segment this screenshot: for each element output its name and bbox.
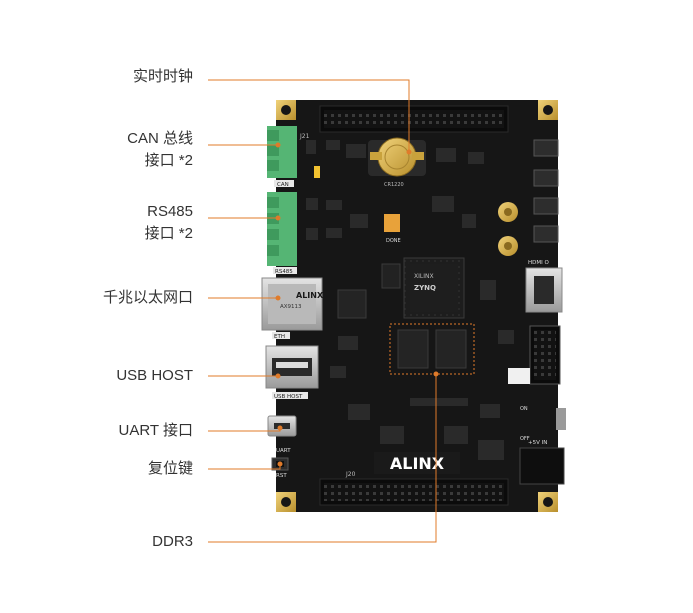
- power-jack: +5V IN ON OFF: [519, 406, 566, 485]
- alinx-logo-plate: [374, 452, 460, 474]
- label-rs485-line2: 接口 *2: [144, 225, 193, 242]
- zynq-soc: XILINX ZYNQ: [403, 257, 465, 319]
- rs485-terminal-block: RS485: [267, 192, 297, 275]
- passive-components: [306, 140, 514, 460]
- label-rs485: RS485 接口 *2: [145, 201, 193, 245]
- silk-power: +5V IN: [528, 440, 547, 446]
- label-usb: USB HOST: [116, 367, 193, 384]
- eth-brand: ALINX: [296, 291, 324, 300]
- silk-j21: J21: [299, 133, 310, 140]
- rtc-battery: CR1220: [368, 137, 426, 188]
- label-ddr: DDR3: [152, 533, 193, 550]
- alinx-logo: ALINX: [390, 454, 445, 473]
- silk-off: OFF: [520, 436, 530, 442]
- silk-eth: ETH: [274, 334, 285, 340]
- usb-host-port: USB HOST: [265, 345, 319, 400]
- soc-brand: XILINX: [414, 273, 434, 280]
- phy-chip: [337, 289, 367, 319]
- ethernet-jack: ALINX AX9113 ETH: [261, 277, 324, 340]
- label-rtc: 实时时钟: [132, 68, 193, 85]
- side-buttons: [533, 139, 559, 243]
- white-connector: [508, 368, 530, 384]
- silk-usb: USB HOST: [274, 394, 303, 400]
- label-can-line1: CAN 总线: [127, 130, 193, 147]
- dip-switch: [384, 214, 400, 232]
- led-yellow: [314, 166, 320, 178]
- sma-connector: [498, 202, 518, 256]
- silk-rst: RST: [276, 473, 287, 479]
- label-can: CAN 总线 接口 *2: [127, 128, 193, 172]
- silk-can: CAN: [277, 182, 289, 188]
- leader-rtc: [208, 79, 410, 152]
- silk-rs485: RS485: [275, 269, 293, 275]
- silk-j20: J20: [345, 471, 356, 478]
- silk-on: ON: [520, 406, 528, 412]
- silk-done: DONE: [386, 238, 401, 244]
- hdmi-port: HDMI O: [525, 260, 563, 313]
- soc-family: ZYNQ: [414, 284, 436, 292]
- ddr3-area: [389, 323, 475, 375]
- label-uart: UART 接口: [118, 422, 193, 439]
- silk-hdmi: HDMI O: [528, 260, 549, 266]
- silk-cr1220: CR1220: [384, 182, 404, 188]
- silk-uart: UART: [276, 448, 291, 454]
- label-eth: 千兆以太网口: [102, 289, 193, 306]
- label-reset: 复位键: [147, 460, 193, 477]
- eth-chip: AX9113: [280, 304, 302, 310]
- label-can-line2: 接口 *2: [144, 152, 193, 169]
- leader-lines: [208, 79, 439, 543]
- leader-reset: [208, 464, 281, 470]
- can-terminal-block: CAN: [267, 126, 297, 188]
- leader-ddr: [208, 374, 437, 543]
- flash-chip: [381, 263, 401, 289]
- label-rs485-line1: RS485: [147, 203, 193, 220]
